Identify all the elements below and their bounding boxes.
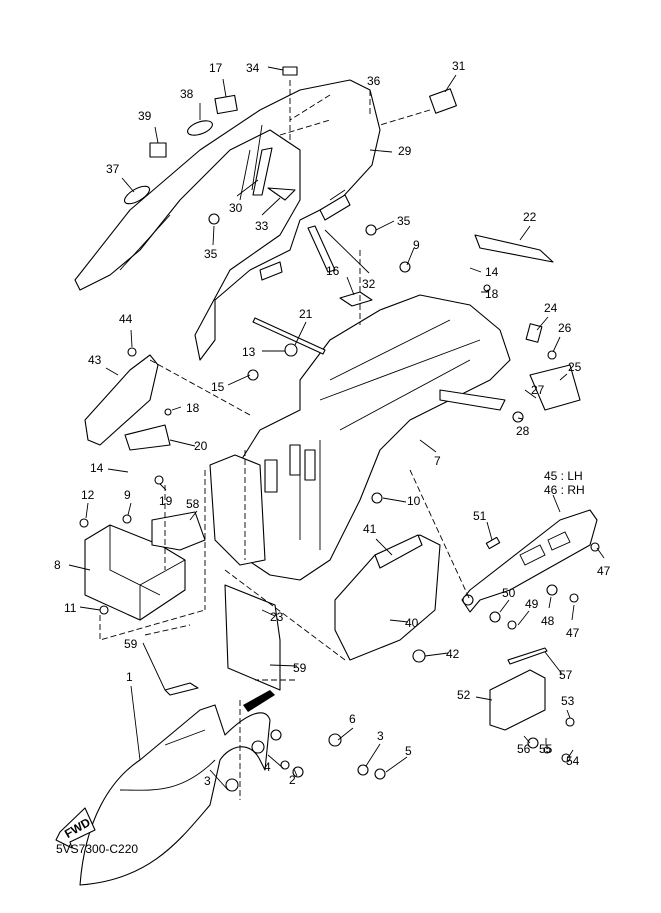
part-label: 50	[502, 586, 516, 600]
part-label: 14	[90, 461, 104, 475]
part-label: 28	[516, 424, 530, 438]
front-fender	[79, 704, 271, 886]
part-label: 54	[566, 754, 580, 768]
part-label: 48	[541, 614, 555, 628]
part-label: 25	[568, 360, 582, 374]
part-label: 35	[397, 214, 411, 228]
fasteners	[79, 225, 600, 792]
part-label: 10	[407, 494, 421, 508]
part-label: 53	[561, 694, 575, 708]
part-label: 6	[349, 712, 356, 726]
part-label: 49	[525, 597, 539, 611]
seat-cowl	[74, 79, 381, 361]
part-label: 7	[434, 454, 441, 468]
footrest-bracket	[461, 509, 598, 613]
part-label: 33	[255, 219, 269, 233]
part-label: 59	[293, 661, 307, 675]
part-52	[489, 669, 546, 731]
part-label: 41	[363, 522, 377, 536]
part-38	[187, 120, 213, 136]
part-label: 14	[485, 265, 499, 279]
part-label: 29	[398, 144, 412, 158]
part-label: 38	[180, 87, 194, 101]
part-41	[374, 534, 423, 569]
diagram-code: 5VS7300-C220	[56, 842, 138, 856]
part-label: 18	[485, 287, 499, 301]
part-label: 26	[558, 321, 572, 335]
part-label: 20	[194, 439, 208, 453]
part-label: 4	[264, 760, 271, 774]
part-label: 12	[81, 488, 95, 502]
part-31	[429, 88, 457, 114]
part-30	[252, 147, 273, 196]
part-58	[151, 511, 206, 551]
part-label: 30	[229, 201, 243, 215]
leader-lines	[68, 66, 605, 800]
fwd-badge: FWD	[55, 807, 96, 849]
part-label: 42	[446, 647, 460, 661]
part-label: 52	[457, 688, 471, 702]
part-label: 11	[64, 601, 77, 615]
part-label: 13	[242, 345, 256, 359]
part-label: 22	[523, 210, 537, 224]
part-59-decal	[243, 690, 275, 712]
part-label: 57	[559, 668, 573, 682]
part-17	[214, 94, 238, 115]
part-label: 3	[204, 774, 211, 788]
part-label: 58	[186, 497, 200, 511]
part-label: 46 : RH	[544, 483, 585, 497]
part-label: 8	[54, 558, 61, 572]
part-label: 19	[159, 494, 173, 508]
part-label: 32	[362, 277, 376, 291]
mud-flap	[224, 584, 281, 691]
part-label: 40	[405, 616, 419, 630]
part-43	[84, 354, 159, 446]
part-label: 9	[124, 488, 131, 502]
part-label: 56	[517, 742, 531, 756]
part-label: 37	[106, 162, 120, 176]
part-label: 24	[544, 301, 558, 315]
part-59	[164, 682, 199, 696]
part-label: 17	[209, 61, 223, 75]
part-label: 39	[138, 109, 152, 123]
part-label: 47	[566, 626, 580, 640]
part-label: 1	[126, 670, 133, 684]
part-label: 31	[452, 59, 466, 73]
part-label: 44	[119, 312, 133, 326]
part-label: 51	[473, 509, 487, 523]
part-label: 55	[539, 742, 553, 756]
part-33	[267, 187, 296, 201]
part-label: 47	[597, 564, 611, 578]
part-label: 2	[289, 773, 296, 787]
part-label: 34	[246, 61, 260, 75]
part-label: 59	[124, 637, 138, 651]
part-label: 35	[204, 247, 218, 261]
part-label: 15	[211, 380, 225, 394]
part-label: 45 : LH	[544, 469, 583, 483]
part-label: 36	[367, 74, 381, 88]
part-20	[124, 424, 171, 451]
part-label: 43	[88, 353, 102, 367]
part-label: 23	[270, 610, 284, 624]
part-label: 27	[531, 383, 545, 397]
part-label: 3	[377, 729, 384, 743]
part-label: 18	[186, 401, 200, 415]
part-label: 9	[413, 238, 420, 252]
rear-fender	[234, 294, 511, 581]
part-39	[149, 142, 167, 158]
part-label: 5	[405, 744, 412, 758]
part-label: 21	[299, 307, 313, 321]
part-37	[123, 185, 151, 205]
part-label: 16	[326, 264, 340, 278]
part-34	[282, 66, 298, 76]
